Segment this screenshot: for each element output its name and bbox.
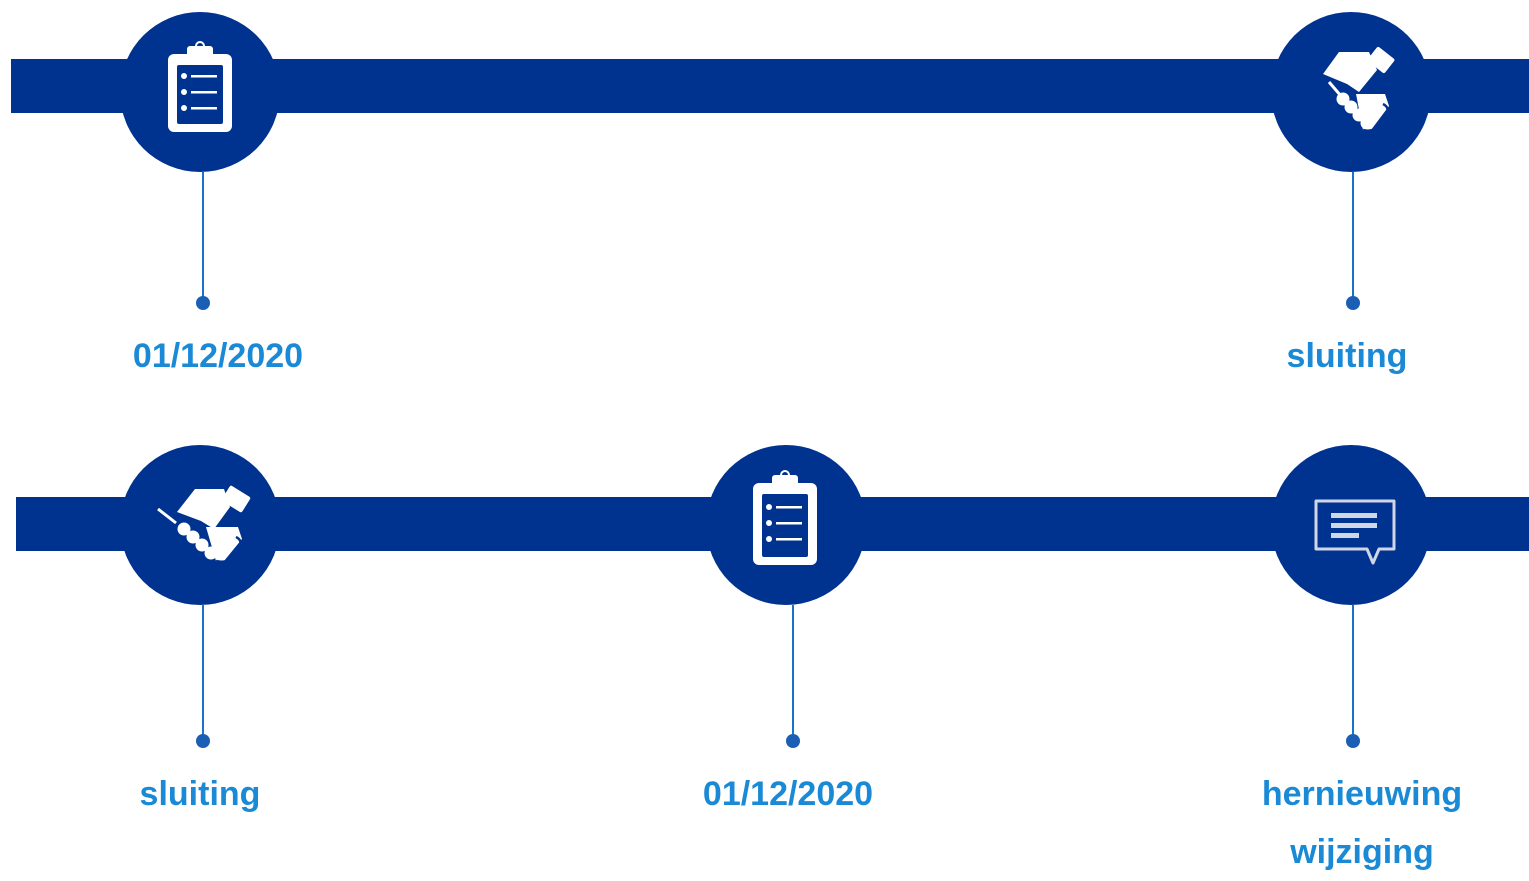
timeline-node[interactable] <box>1271 12 1431 172</box>
milestone-label: sluiting <box>1217 327 1477 385</box>
timeline-node[interactable] <box>1271 445 1431 605</box>
clipboard-checklist-icon <box>753 470 817 565</box>
milestone-label: 01/12/2020 <box>658 765 918 823</box>
connector-dot <box>1346 296 1360 310</box>
milestone-label: hernieuwing wijziging <box>1232 765 1492 881</box>
handshake-icon <box>1323 46 1395 132</box>
connector-line <box>1352 605 1354 741</box>
connector-line <box>792 605 794 741</box>
milestone-label-line: sluiting <box>1286 337 1408 375</box>
connector-dot <box>1346 734 1360 748</box>
connector-dot <box>786 734 800 748</box>
milestone-label-line: wijziging <box>1290 833 1434 871</box>
milestone-label-line: 01/12/2020 <box>702 775 874 813</box>
connector-line <box>1352 172 1354 302</box>
milestone-label-line: 01/12/2020 <box>132 337 304 375</box>
timeline-node[interactable] <box>706 445 866 605</box>
connector-line <box>202 605 204 741</box>
chat-bubble-icon <box>1314 499 1396 565</box>
milestone-label: 01/12/2020 <box>88 327 348 385</box>
milestone-label: sluiting <box>70 765 330 823</box>
milestone-label-line: hernieuwing <box>1261 775 1463 813</box>
milestone-label-line: sluiting <box>139 775 261 813</box>
connector-line <box>202 172 204 302</box>
clipboard-checklist-icon <box>168 41 232 132</box>
connector-dot <box>196 296 210 310</box>
timeline-node[interactable] <box>120 12 280 172</box>
handshake-icon <box>157 485 251 563</box>
timeline-node[interactable] <box>120 445 280 605</box>
connector-dot <box>196 734 210 748</box>
